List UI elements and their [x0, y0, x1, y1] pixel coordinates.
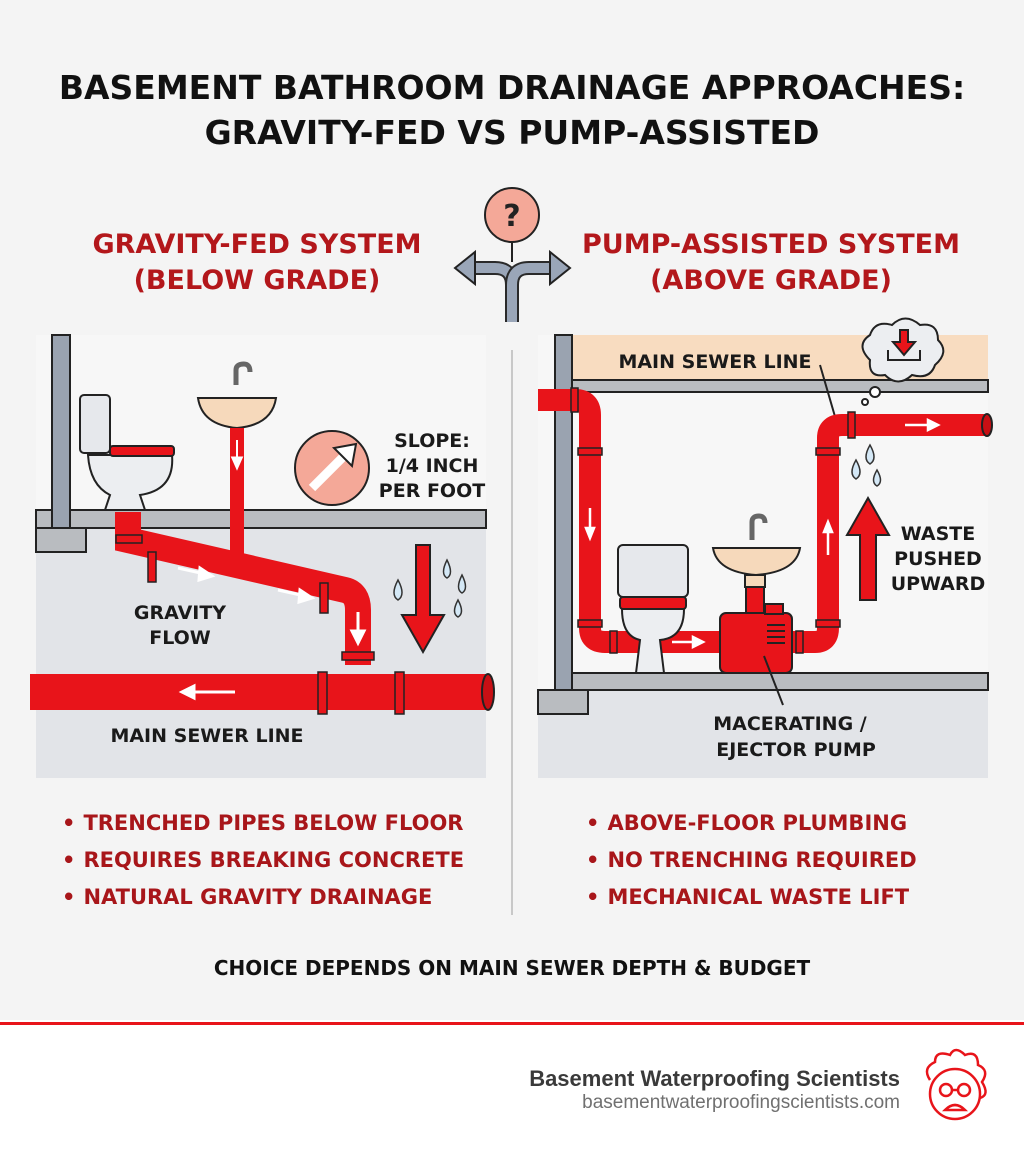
slope-label-1: SLOPE: [394, 430, 470, 452]
pump-label-2: EJECTOR PUMP [716, 739, 876, 761]
left-heading-line-1: GRAVITY-FED SYSTEM [92, 229, 421, 260]
svg-text:•NATURAL GRAVITY DRAINAGE: •NATURAL GRAVITY DRAINAGE [62, 885, 432, 909]
question-mark: ? [503, 199, 520, 234]
thought-cloud-icon [861, 317, 945, 406]
right-heading-line-2: (ABOVE GRADE) [650, 265, 892, 296]
brand-name: Basement Waterproofing Scientists [529, 1066, 900, 1091]
question-split-arrows-icon: ? [453, 187, 572, 322]
left-heading-line-2: (BELOW GRADE) [134, 265, 381, 296]
down-arrow-icon [400, 544, 446, 655]
gravity-flow-label-1: GRAVITY [134, 602, 226, 624]
pump-label-1: MACERATING / [713, 713, 867, 735]
toilet-icon [79, 394, 175, 511]
water-drops-icon [393, 558, 467, 618]
gravity-flow-label-2: FLOW [149, 627, 211, 649]
brand-url[interactable]: basementwaterproofingscientists.com [582, 1092, 900, 1113]
waste-label-2: PUSHED [894, 548, 982, 570]
right-sewer-label: MAIN SEWER LINE [618, 351, 811, 373]
sink-icon [196, 361, 278, 430]
sink-icon [711, 513, 802, 618]
pump-assisted-diagram: MAIN SEWER LINE [537, 317, 993, 778]
title-line-2: GRAVITY-FED VS PUMP-ASSISTED [205, 113, 820, 152]
left-bullet-1: TRENCHED PIPES BELOW FLOOR [83, 811, 463, 835]
waste-label-1: WASTE [901, 523, 975, 545]
slope-arrow-icon [294, 430, 370, 506]
scientist-logo-icon [925, 1048, 987, 1121]
pump-icon [719, 603, 793, 674]
footer-divider [0, 1022, 1024, 1025]
left-bullet-2: REQUIRES BREAKING CONCRETE [83, 848, 464, 872]
svg-text:•MECHANICAL WASTE LIFT: •MECHANICAL WASTE LIFT [586, 885, 910, 909]
right-bullet-3: MECHANICAL WASTE LIFT [607, 885, 909, 909]
left-bullet-3: NATURAL GRAVITY DRAINAGE [83, 885, 432, 909]
slope-label-3: PER FOOT [379, 480, 485, 502]
gravity-fed-diagram: SLOPE: 1/4 INCH PER FOOT GRAVITY FLOW MA… [30, 334, 495, 778]
svg-text:•ABOVE-FLOOR PLUMBING: •ABOVE-FLOOR PLUMBING [586, 811, 907, 835]
waste-label-3: UPWARD [891, 573, 986, 595]
right-bullet-2: NO TRENCHING REQUIRED [607, 848, 916, 872]
svg-text:•REQUIRES BREAKING CONCRETE: •REQUIRES BREAKING CONCRETE [62, 848, 464, 872]
left-bullets: •TRENCHED PIPES BELOW FLOOR •REQUIRES BR… [62, 811, 464, 909]
right-bullet-1: ABOVE-FLOOR PLUMBING [607, 811, 907, 835]
right-bullets: •ABOVE-FLOOR PLUMBING •NO TRENCHING REQU… [586, 811, 917, 909]
left-sewer-label: MAIN SEWER LINE [110, 725, 303, 747]
slope-label-2: 1/4 INCH [386, 455, 479, 477]
water-drops-icon [851, 443, 882, 487]
caption: CHOICE DEPENDS ON MAIN SEWER DEPTH & BUD… [214, 956, 811, 980]
up-arrow-icon [845, 495, 891, 601]
svg-text:•NO TRENCHING REQUIRED: •NO TRENCHING REQUIRED [586, 848, 917, 872]
toilet-icon [617, 544, 689, 674]
title-line-1: BASEMENT BATHROOM DRAINAGE APPROACHES: [59, 68, 965, 107]
svg-text:•TRENCHED PIPES BELOW FLOOR: •TRENCHED PIPES BELOW FLOOR [62, 811, 463, 835]
right-heading-line-1: PUMP-ASSISTED SYSTEM [582, 229, 960, 260]
